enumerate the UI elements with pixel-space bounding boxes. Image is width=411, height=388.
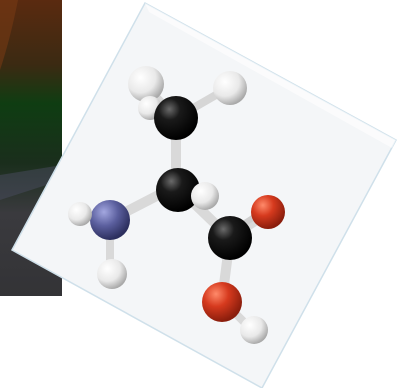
atom-hydrogen — [240, 316, 268, 344]
atom-hydrogen — [97, 259, 127, 289]
atom-carbon — [208, 216, 252, 260]
atom-carbon — [154, 96, 198, 140]
atom-oxygen — [251, 195, 285, 229]
atom-hydrogen — [128, 66, 164, 102]
atom-oxygen — [202, 282, 242, 322]
atom-hydrogen — [191, 182, 219, 210]
atom-hydrogen — [68, 202, 92, 226]
atom-nitrogen — [90, 200, 130, 240]
atom-hydrogen — [213, 71, 247, 105]
atoms — [68, 66, 285, 344]
atom-carbon — [156, 168, 200, 212]
